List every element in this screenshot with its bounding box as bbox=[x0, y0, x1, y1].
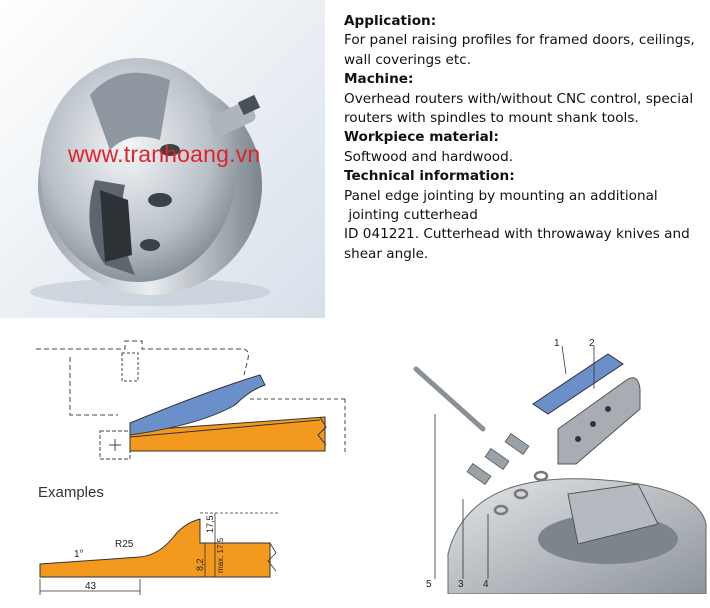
application-text: For panel raising profiles for framed do… bbox=[344, 32, 700, 68]
material-heading: Workpiece material: bbox=[344, 129, 499, 146]
watermark-text: www.tranhoang.vn bbox=[68, 141, 261, 167]
example-profile-drawing: 1° R25 17,5 8,2 max. 17,5 43 bbox=[39, 512, 280, 595]
technical-line-2: jointing cutterhead bbox=[344, 207, 478, 224]
examples-label: Examples bbox=[38, 484, 104, 501]
product-description: Application: For panel raising profiles … bbox=[344, 12, 706, 264]
exploded-label-1: 1 bbox=[554, 338, 560, 349]
exploded-label-4: 4 bbox=[483, 579, 489, 590]
technical-line-3: ID 041221. Cutterhead with throwaway kni… bbox=[344, 226, 695, 262]
cross-section-drawing bbox=[36, 340, 346, 460]
radius-label: R25 bbox=[115, 539, 134, 550]
height-a-label: 17,5 bbox=[205, 515, 215, 533]
angle-label: 1° bbox=[74, 549, 84, 560]
exploded-label-2: 2 bbox=[589, 338, 595, 349]
exploded-label-5: 5 bbox=[426, 579, 432, 590]
height-max-label: max. 17,5 bbox=[216, 537, 225, 573]
width-label: 43 bbox=[85, 581, 97, 592]
material-text: Softwood and hardwood. bbox=[344, 148, 514, 165]
exploded-label-3: 3 bbox=[458, 579, 464, 590]
product-photo bbox=[0, 0, 325, 318]
technical-line-1: Panel edge jointing by mounting an addit… bbox=[344, 187, 658, 204]
machine-text: Overhead routers with/without CNC contro… bbox=[344, 90, 698, 127]
machine-heading: Machine: bbox=[344, 71, 414, 88]
application-heading: Application: bbox=[344, 13, 437, 29]
height-b-label: 8,2 bbox=[195, 558, 205, 571]
exploded-view-drawing: 1 2 5 3 4 bbox=[413, 338, 707, 594]
technical-heading: Technical information: bbox=[344, 168, 515, 185]
